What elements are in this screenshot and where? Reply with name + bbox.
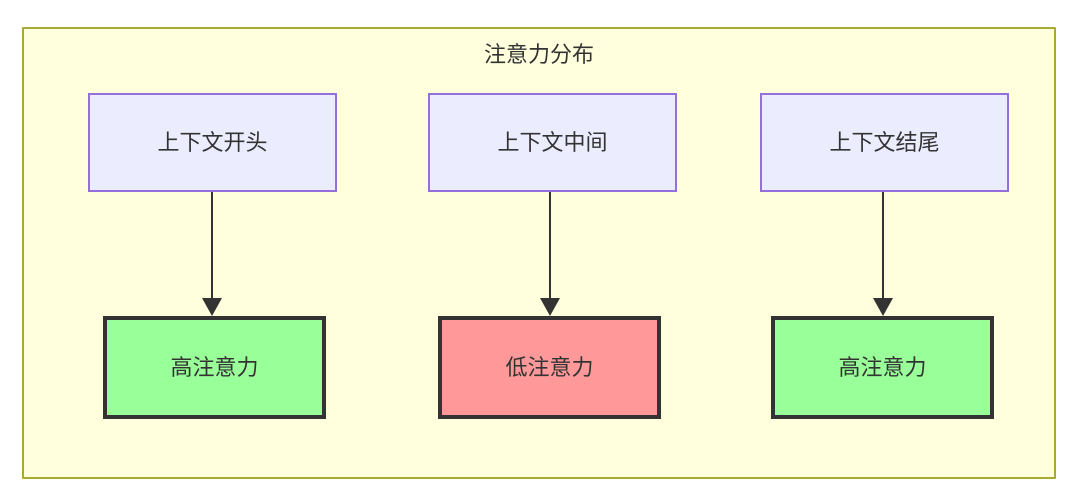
node-attention-middle-label: 低注意力 — [505, 354, 594, 380]
edge-end-to-attention — [871, 192, 895, 318]
node-attention-middle[interactable]: 低注意力 — [438, 316, 661, 419]
edge-start-to-attention — [200, 192, 224, 318]
node-context-start-label: 上下文开头 — [157, 129, 268, 155]
edge-middle-to-attention — [538, 192, 562, 318]
node-attention-start-label: 高注意力 — [170, 354, 259, 380]
cluster-title: 注意力分布 — [483, 42, 594, 67]
arrow-down-icon — [202, 192, 222, 316]
node-context-start[interactable]: 上下文开头 — [88, 93, 337, 192]
node-attention-end[interactable]: 高注意力 — [771, 316, 994, 419]
node-attention-start[interactable]: 高注意力 — [103, 316, 326, 419]
node-context-middle[interactable]: 上下文中间 — [428, 93, 677, 192]
node-context-middle-label: 上下文中间 — [497, 129, 608, 155]
arrow-down-icon — [873, 192, 893, 316]
arrow-down-icon — [540, 192, 560, 316]
node-context-end[interactable]: 上下文结尾 — [760, 93, 1009, 192]
node-context-end-label: 上下文结尾 — [829, 129, 940, 155]
node-attention-end-label: 高注意力 — [838, 354, 927, 380]
